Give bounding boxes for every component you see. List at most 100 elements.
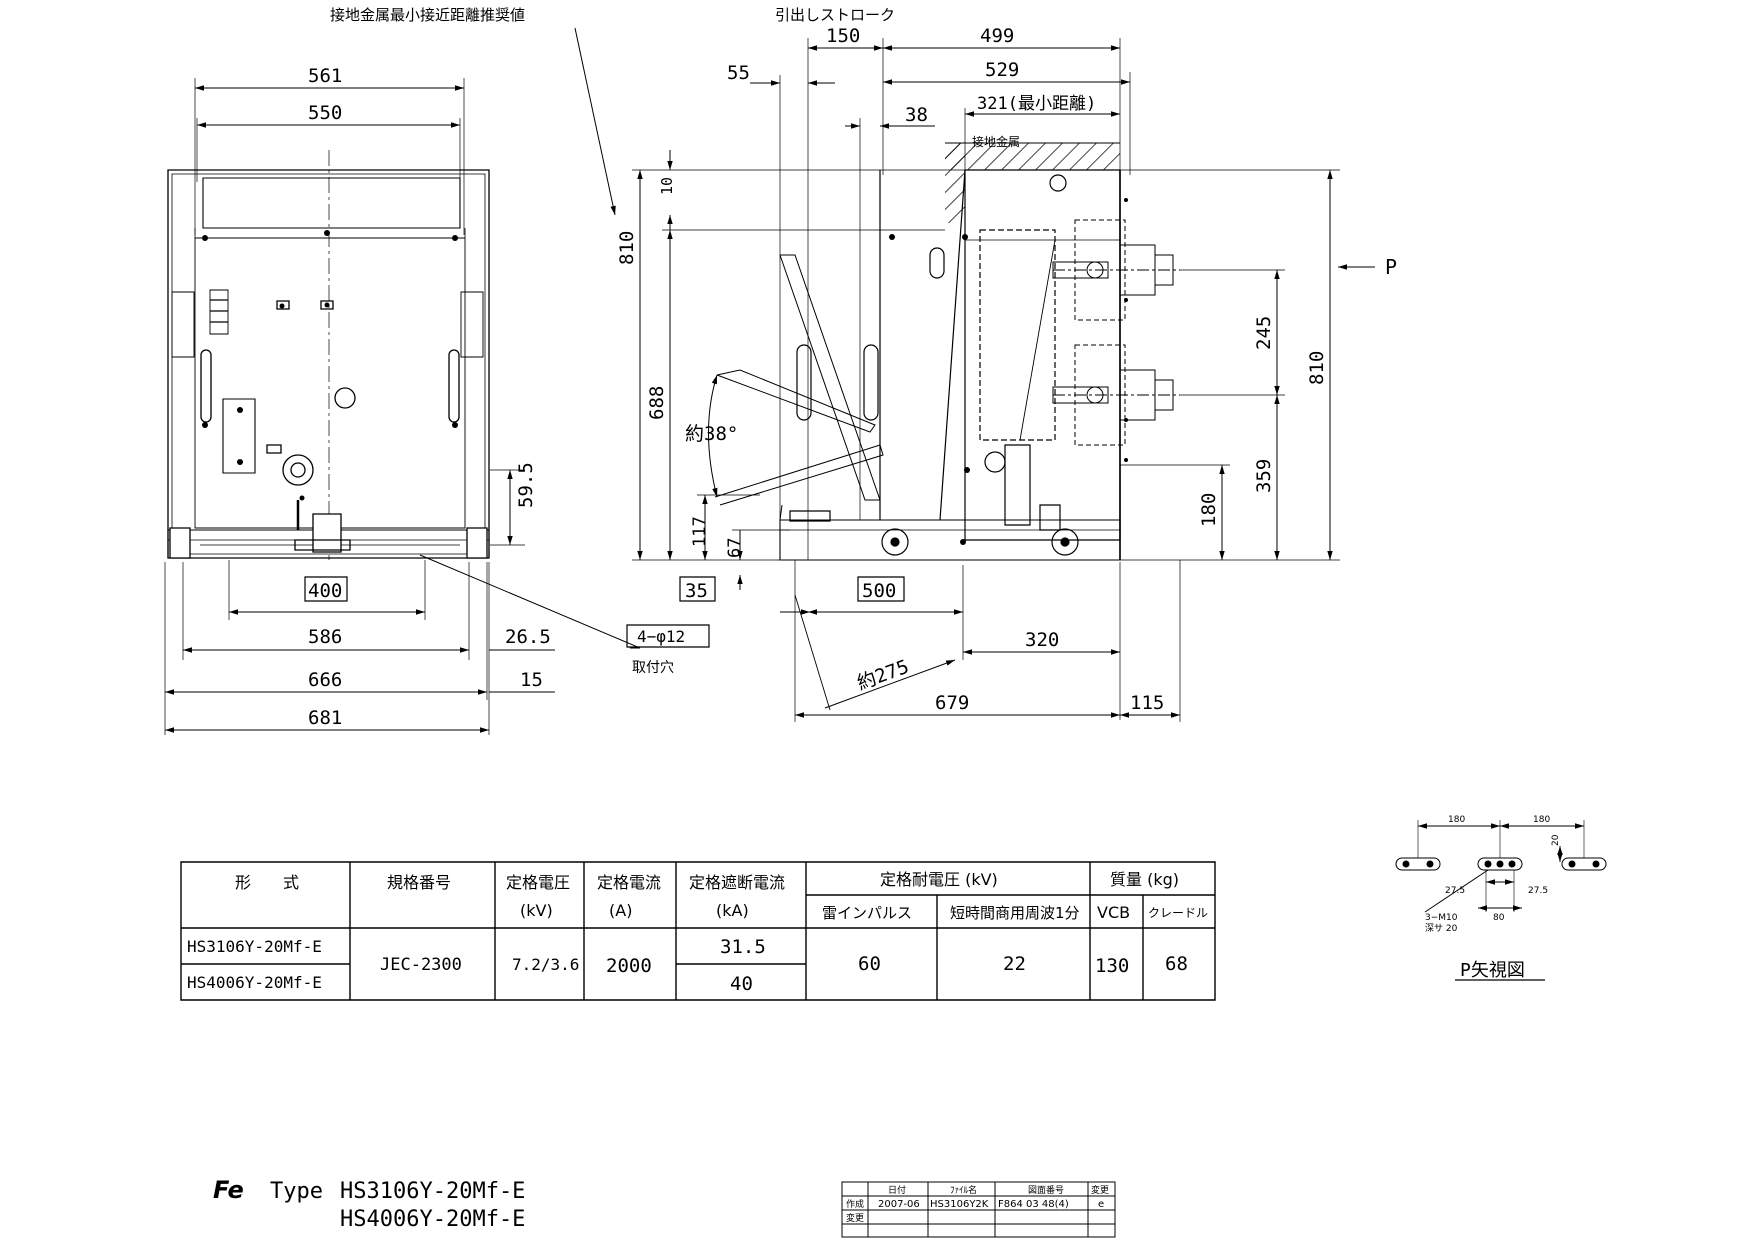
dim-59-5: 59.5: [515, 462, 537, 508]
p-dim-80: 80: [1493, 913, 1505, 923]
rev-h-file: ﾌｧｲﾙ名: [950, 1184, 977, 1196]
revision-text: 日付 ﾌｧｲﾙ名 図面番号 変更 作成 変更 2007-06 HS3106Y2K…: [846, 1184, 1109, 1224]
cell-cradle-mass: 68: [1165, 953, 1188, 975]
dim-38: 38: [905, 104, 928, 126]
th-withstand: 定格耐電圧 (kV): [880, 870, 998, 889]
front-dims: [165, 28, 640, 735]
p-dim-27-5-left: 27.5: [1445, 886, 1465, 896]
p-view-title: P矢視図: [1460, 960, 1525, 981]
dim-117: 117: [690, 516, 710, 547]
side-view: [715, 143, 1180, 560]
p-view: [1396, 820, 1606, 980]
dim-586: 586: [308, 626, 342, 648]
side-dims: [632, 38, 1375, 722]
row1-type: HS3106Y-20Mf-E: [187, 937, 322, 956]
th-voltage-unit: (kV): [520, 901, 553, 920]
row1-breaking: 31.5: [720, 936, 766, 958]
dim-681: 681: [308, 707, 342, 729]
dim-67: 67: [725, 538, 745, 558]
th-vcb: VCB: [1097, 903, 1130, 922]
dim-500: 500: [862, 580, 896, 602]
side-dim-texts: 引出しストローク 150 499 55 529 321(最小距離) 38 接地金…: [616, 6, 1397, 714]
cell-vcb-mass: 130: [1095, 955, 1129, 977]
p-view-texts: 180 180 20 27.5 27.5 80 3−M10 深サ 20: [1425, 815, 1561, 934]
fe-logo: Fe: [213, 1176, 244, 1204]
clearance-note: 接地金属最小接近距離推奨値: [330, 6, 525, 24]
dim-359: 359: [1253, 459, 1275, 493]
front-view: [168, 150, 489, 560]
p-depth: 深サ 20: [1425, 923, 1458, 934]
th-mass: 質量 (kg): [1110, 870, 1179, 889]
dim-150: 150: [826, 25, 860, 47]
dim-810-right: 810: [1306, 351, 1328, 385]
cell-power-freq: 22: [1003, 953, 1026, 975]
revision-block: [842, 1182, 1115, 1237]
th-impulse: 雷インパルス: [822, 904, 912, 922]
dim-810-left: 810: [616, 231, 638, 265]
earth-label: 接地金属: [972, 134, 1020, 149]
dim-115: 115: [1130, 692, 1164, 714]
p-view-arrow-label: P: [1385, 255, 1397, 279]
dim-245: 245: [1253, 316, 1275, 350]
dim-666: 666: [308, 669, 342, 691]
dim-15: 15: [520, 669, 543, 691]
row2-breaking: 40: [730, 973, 753, 995]
spec-table: [181, 862, 1215, 1000]
th-current-unit: (A): [609, 901, 632, 920]
cell-impulse: 60: [858, 953, 881, 975]
th-voltage: 定格電圧: [506, 873, 570, 892]
rev-row-changed: 変更: [846, 1212, 864, 1224]
cell-voltage: 7.2/3.6: [512, 955, 579, 974]
th-breaking-unit: (kA): [716, 901, 749, 920]
rev-h-change: 変更: [1091, 1184, 1109, 1196]
rev-h-drawing: 図面番号: [1028, 1184, 1064, 1196]
dim-499: 499: [980, 25, 1014, 47]
dim-275: 約275: [854, 656, 912, 695]
dim-10: 10: [658, 177, 676, 195]
p-dim-180-left: 180: [1448, 815, 1465, 825]
dim-320: 320: [1025, 629, 1059, 651]
th-breaking: 定格遮断電流: [689, 873, 785, 892]
model-2: HS4006Y-20Mf-E: [340, 1207, 525, 1232]
dim-688: 688: [646, 386, 668, 420]
dim-321: 321(最小距離): [977, 94, 1096, 114]
cell-standard: JEC-2300: [380, 955, 462, 975]
th-current: 定格電流: [597, 873, 661, 892]
dim-26-5: 26.5: [505, 626, 551, 648]
hole-spec: 4−φ12: [637, 627, 685, 646]
dim-561: 561: [308, 65, 342, 87]
dim-35: 35: [685, 580, 708, 602]
rev-file: HS3106Y2K: [930, 1199, 989, 1210]
stroke-label: 引出しストローク: [775, 6, 895, 24]
rev-row-created: 作成: [846, 1198, 864, 1210]
rev-h-date: 日付: [888, 1185, 906, 1196]
th-standard: 規格番号: [387, 873, 451, 892]
row2-type: HS4006Y-20Mf-E: [187, 973, 322, 992]
p-dim-180-right: 180: [1533, 815, 1550, 825]
hole-caption: 取付穴: [632, 660, 674, 676]
rev-date: 2007-06: [878, 1199, 920, 1210]
angle-38: 約38°: [685, 423, 738, 445]
p-dim-20: 20: [1551, 834, 1561, 846]
spec-table-text: 形 式 規格番号 定格電圧 (kV) 定格電流 (A) 定格遮断電流 (kA) …: [187, 870, 1208, 995]
dim-529: 529: [985, 59, 1019, 81]
rev-change: e: [1098, 1199, 1104, 1210]
dim-55: 55: [727, 62, 750, 84]
model-1: HS3106Y-20Mf-E: [340, 1179, 525, 1204]
th-power-freq: 短時間商用周波1分: [950, 904, 1080, 922]
th-cradle: クレードル: [1148, 906, 1208, 920]
cell-current: 2000: [606, 955, 652, 977]
th-type: 形 式: [235, 873, 299, 892]
dim-679: 679: [935, 692, 969, 714]
rev-drawing: F864 03 48(4): [998, 1199, 1069, 1210]
p-bolt: 3−M10: [1425, 913, 1458, 923]
p-dim-27-5-right: 27.5: [1528, 886, 1548, 896]
type-prefix: Type: [270, 1179, 323, 1204]
dim-400: 400: [308, 580, 342, 602]
dim-550: 550: [308, 102, 342, 124]
hole-label-box: 4−φ12 取付穴: [627, 625, 709, 676]
dim-180: 180: [1198, 493, 1220, 527]
title-block: Fe Type HS3106Y-20Mf-E HS4006Y-20Mf-E: [213, 1176, 525, 1232]
front-dim-texts: 561 550 400 586 666 681 26.5 15 59.5: [305, 65, 551, 729]
